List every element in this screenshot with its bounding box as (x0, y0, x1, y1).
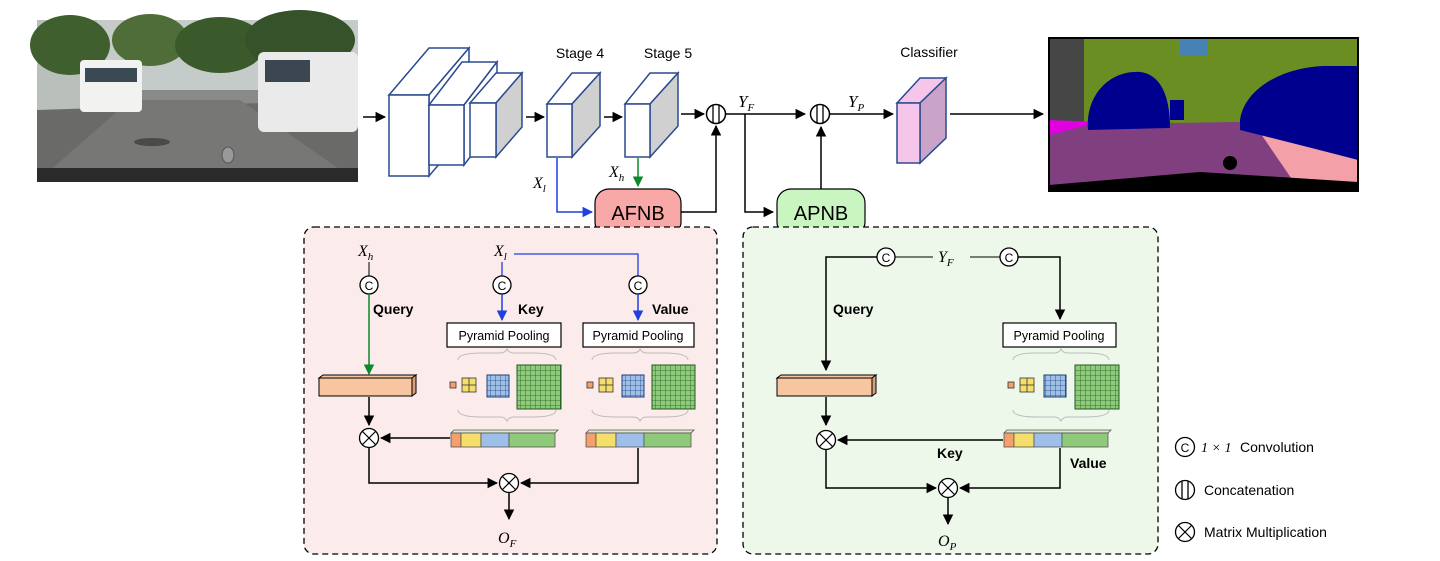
of-label: OF (498, 530, 517, 550)
svg-text:C: C (498, 279, 507, 293)
concat-icon (705, 103, 727, 125)
yf-apnb-label: YF (938, 249, 954, 269)
arrow-xl-afnb (556, 158, 594, 218)
svg-text:C: C (882, 251, 891, 265)
apnb-label: APNB (794, 203, 848, 225)
apnb-pooling-grids (1007, 347, 1120, 423)
legend-conv: C 1 × 1 Convolution (1174, 436, 1314, 458)
output-segmentation-map (1048, 37, 1359, 192)
afnb-query-label: Query (373, 301, 414, 317)
legend: C 1 × 1 Convolution Concatenation Matrix… (1174, 436, 1327, 543)
backbone-stage3 (468, 70, 524, 160)
afnb-detail-panel (303, 226, 718, 555)
arrow-apnb-query (820, 256, 877, 372)
afnb-value-pooling-grids (586, 347, 696, 423)
legend-matmul: Matrix Multiplication (1174, 521, 1327, 543)
xl-main-label: Xl (532, 175, 546, 195)
input-street-image (30, 10, 358, 182)
xh-afnb-label: Xh (357, 243, 374, 263)
stage4-label: Stage 4 (556, 45, 604, 61)
svg-text:Pyramid Pooling: Pyramid Pooling (458, 329, 549, 343)
xh-main-label: Xh (608, 164, 625, 184)
stage5-label: Stage 5 (644, 45, 692, 61)
legend-concat: Concatenation (1174, 479, 1294, 501)
backbone-stage5 (623, 71, 680, 159)
xl-afnb-label: Xl (493, 243, 507, 263)
apnb-query-label: Query (833, 301, 874, 317)
afnb-key-pyramid-pooling (446, 322, 562, 348)
classifier-block (895, 76, 948, 165)
svg-text:C: C (365, 279, 374, 293)
svg-text:C: C (1005, 251, 1014, 265)
apnb-key-value-bar (1003, 429, 1112, 448)
legend-conv-symbol: C (1181, 441, 1190, 455)
apnb-value-label: Value (1070, 455, 1107, 471)
conv-icon: C (492, 275, 512, 295)
svg-text:C: C (634, 279, 643, 293)
legend-concat-text: Concatenation (1204, 482, 1294, 498)
concat-icon (809, 103, 831, 125)
legend-conv-text: Convolution (1240, 439, 1314, 455)
afnb-value-pyramid-pooling (582, 322, 695, 348)
yf-main-label: YF (738, 92, 754, 114)
svg-text:Pyramid Pooling: Pyramid Pooling (592, 329, 683, 343)
matmul-icon (815, 429, 837, 451)
afnb-value-label: Value (652, 301, 689, 317)
classifier-label: Classifier (900, 44, 958, 60)
matmul-icon (937, 477, 959, 499)
backbone-stage4 (545, 71, 602, 159)
apnb-detail-panel (742, 226, 1159, 555)
legend-conv-math: 1 × 1 (1201, 441, 1231, 456)
apnb-key-label: Key (937, 445, 963, 461)
conv-icon: C (999, 247, 1019, 267)
yp-main-label: YP (848, 92, 864, 114)
apnb-pyramid-pooling (1002, 322, 1117, 348)
afnb-label: AFNB (611, 203, 664, 225)
matmul-icon (498, 472, 520, 494)
svg-text:Pyramid Pooling: Pyramid Pooling (1013, 329, 1104, 343)
conv-icon: C (359, 275, 379, 295)
matmul-icon (358, 427, 380, 449)
afnb-value-bar (585, 429, 695, 448)
op-label: OP (938, 533, 957, 553)
afnb-key-bar (450, 429, 559, 448)
afnb-query-bar (317, 374, 418, 397)
conv-icon: C (876, 247, 896, 267)
arrow-afnb-concat (681, 124, 722, 213)
arrow-yf-apnb (744, 114, 775, 218)
legend-matmul-text: Matrix Multiplication (1204, 524, 1327, 540)
afnb-key-pooling-grids (449, 347, 562, 423)
apnb-query-bar (775, 374, 878, 397)
conv-icon: C (628, 275, 648, 295)
afnb-key-label: Key (518, 301, 544, 317)
arrow-apnb-pyramid (1018, 256, 1066, 321)
